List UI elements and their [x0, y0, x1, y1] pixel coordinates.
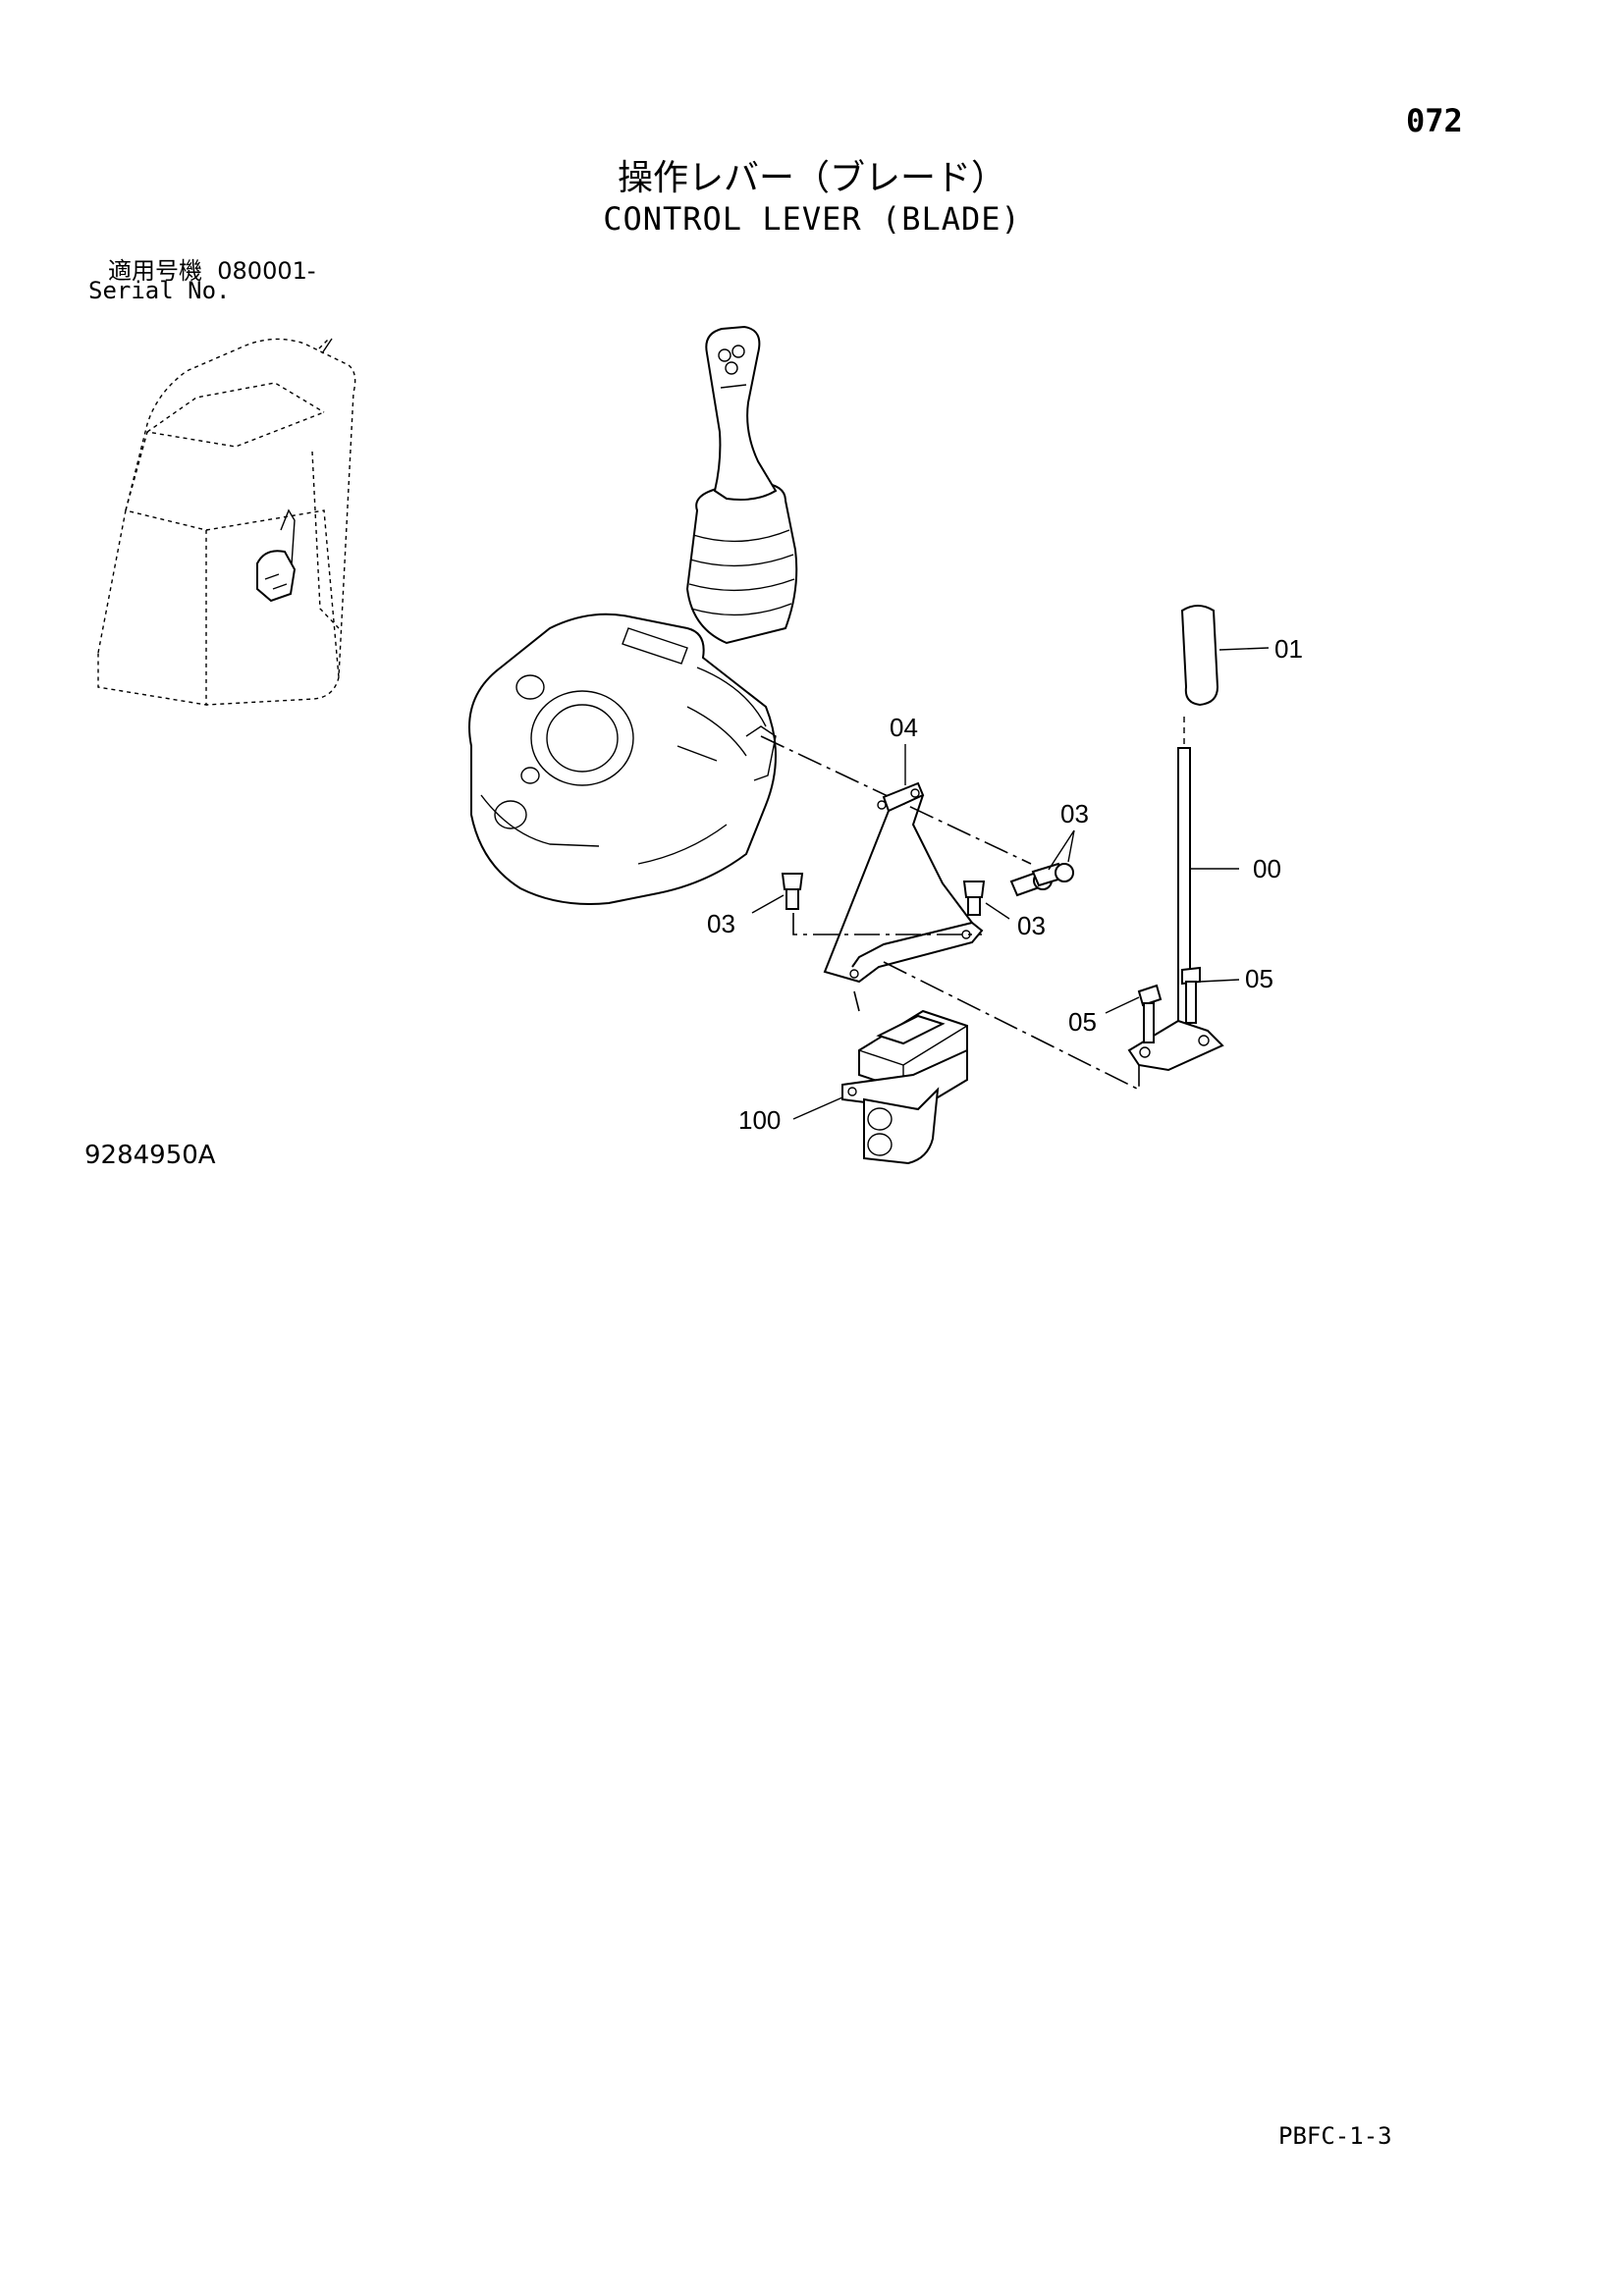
footer-code: PBFC-1-3: [1278, 2122, 1392, 2150]
cab-location-thumbnail: [97, 338, 356, 706]
title-english: CONTROL LEVER (BLADE): [603, 200, 1021, 238]
callout-valve: 100: [738, 1105, 781, 1135]
base-plate: [1127, 1019, 1224, 1072]
bolt-03-b: [1031, 862, 1074, 887]
serial-value: 080001-: [217, 257, 316, 285]
leader-bolts-pair: [1048, 829, 1075, 871]
joystick-assembly: [468, 325, 798, 905]
serial-label-jp: 適用号機: [108, 257, 202, 285]
alignment-line-lower: [792, 913, 982, 935]
page-number: 072: [1406, 102, 1463, 139]
alignment-line-base: [883, 961, 1140, 1092]
callout-bolt-mid: 03: [1017, 911, 1046, 940]
leader-knob: [1218, 647, 1270, 651]
callout-knob: 01: [1274, 634, 1303, 664]
leader-bolt-mid: [985, 902, 1010, 920]
alignment-line-valve: [853, 990, 860, 1012]
serial-applicability: 適用号機 080001-: [108, 251, 316, 286]
title-japanese: 操作レバー（ブレード）: [617, 158, 1006, 198]
callout-screw-left: 05: [1068, 1007, 1097, 1037]
leader-screw-left: [1105, 996, 1140, 1014]
callout-bolt-left: 03: [707, 909, 735, 938]
alignment-line-bracket: [760, 735, 1032, 865]
bolt-03-left: [781, 873, 804, 910]
callout-bracket: 04: [890, 713, 918, 742]
bracket-04: [823, 781, 984, 984]
serial-label-en: Serial No.: [88, 277, 231, 304]
pilot-valve-100: [841, 1009, 968, 1165]
callout-screw-right: 05: [1245, 964, 1273, 993]
bolt-03-mid: [962, 881, 986, 916]
leader-bolt-left: [751, 894, 785, 914]
leader-screw-right: [1199, 979, 1240, 983]
callout-bolts-pair: 03: [1060, 799, 1089, 828]
screw-05-right: [1181, 966, 1201, 1024]
drawing-number: 9284950A: [84, 1141, 216, 1170]
knob-01: [1180, 605, 1219, 707]
callout-rod: 00: [1253, 854, 1281, 883]
leader-valve: [792, 1096, 843, 1120]
screw-05-left: [1137, 984, 1163, 1043]
